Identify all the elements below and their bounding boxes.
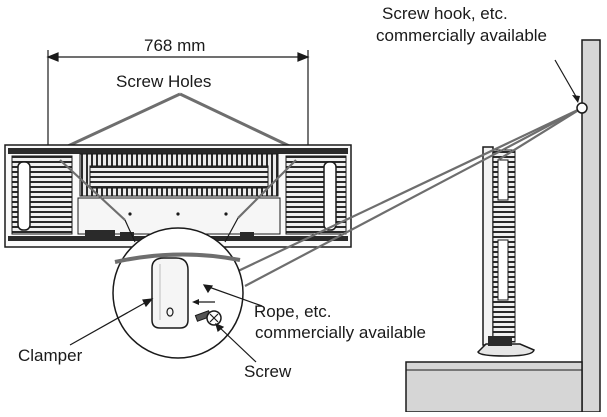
dimension-line [46,50,310,148]
dimension-label: 768 mm [144,36,206,55]
screw-label: Screw [244,362,292,381]
zoom-connectors [124,217,239,243]
monitor-side-view [477,146,535,357]
screw-hook-label-line1: Screw hook, etc. [382,4,508,23]
zoom-detail [112,227,244,359]
rope-lines [59,107,583,287]
rope-label-line1: Rope, etc. [254,302,332,321]
label-leaders [69,284,263,363]
screw-hole-pointers [54,92,303,154]
screw-hook-icon [554,59,588,114]
wall [405,39,601,413]
rope-label-line2: commercially available [255,323,427,342]
screw-icon [194,310,222,326]
screw-hook-label-line2: commercially available [376,26,548,45]
clamper-label: Clamper [18,346,83,365]
screw-holes-label: Screw Holes [116,72,212,91]
